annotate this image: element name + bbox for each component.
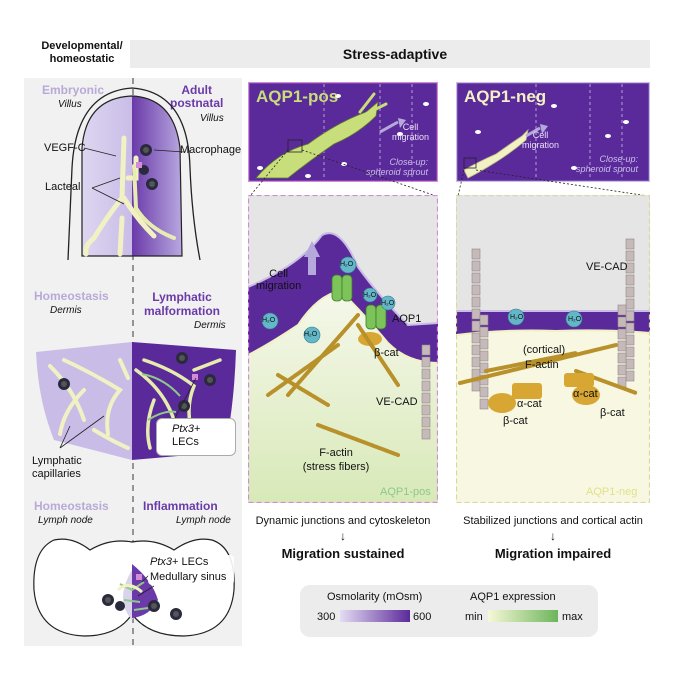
pos-detail-cell-migration: Cell migration — [256, 268, 301, 292]
label-macrophage: Macrophage — [180, 144, 242, 156]
header-left-line1: Developmental/ — [41, 40, 123, 52]
aqp1-neg-header-panel — [456, 82, 650, 182]
row1-right-title-line1: Adult — [181, 83, 212, 97]
lymph-node-illustration — [33, 538, 235, 637]
pos-factin-line2: (stress fibers) — [302, 461, 370, 473]
label-capillaries-line2: capillaries — [32, 468, 81, 480]
pos-h2o-1: H₂O — [340, 261, 354, 268]
aqp1-pos-header-panel — [248, 82, 438, 182]
row3-right-title: Inflammation — [143, 499, 218, 513]
label-ptx3-ln-rest: + LECs — [172, 556, 209, 568]
neg-h2o-2: H₂O — [568, 316, 582, 323]
aqp1-neg-zoom-lines — [457, 169, 649, 197]
row2-left-sub: Dermis — [50, 305, 82, 316]
pos-result: Migration sustained — [281, 546, 405, 561]
pos-ve-cad: VE-CAD — [376, 396, 418, 408]
aqp1-neg-detail — [456, 195, 650, 503]
pos-h2o-3: H₂O — [304, 331, 318, 338]
row2-left-title: Homeostasis — [34, 289, 109, 303]
legend-aqp-max: max — [562, 611, 583, 623]
label-ptx3-italic: Ptx3 — [172, 423, 195, 435]
label-ptx3-lecs: Ptx3+ LECs — [172, 423, 200, 449]
villus-illustration — [67, 87, 201, 261]
neg-result: Migration impaired — [494, 546, 612, 561]
aqp1-neg-closeup-line2: spheroid sprout — [576, 164, 639, 174]
pos-h2o-4: H₂O — [363, 292, 377, 299]
aqp1-neg-cellmig-line2: migration — [522, 140, 560, 150]
neg-ve-cad: VE-CAD — [586, 261, 628, 273]
neg-arrow: ↓ — [550, 529, 556, 543]
aqp1-neg-cell-migration: Cell migration — [522, 130, 559, 150]
neg-corner-label: AQP1-neg — [586, 486, 638, 498]
label-vegfc: VEGF-C — [44, 142, 86, 154]
neg-alpha-cat-2: α-cat — [573, 388, 598, 400]
row3-left-title: Homeostasis — [34, 499, 109, 513]
aqp1-pos-detail — [248, 195, 438, 503]
header-developmental: Developmental/ homeostatic — [32, 40, 132, 66]
label-lecs: LECs — [172, 436, 199, 448]
legend-aqp-title: AQP1 expression — [470, 591, 556, 603]
ptx3-lecs-box — [156, 418, 236, 456]
aqp1-pos-cellmig-line2: migration — [392, 132, 430, 142]
neg-factin: F-actin — [525, 359, 559, 371]
pos-corner-label: AQP1-pos — [380, 486, 431, 498]
neg-cortical: (cortical) — [523, 344, 566, 356]
pos-detail-cellmig-line2: migration — [256, 280, 302, 292]
legend-osm-title: Osmolarity (mOsm) — [327, 591, 423, 603]
neg-caption: Stabilized junctions and cortical actin — [463, 515, 643, 527]
aqp1-neg-cellmig-line1: Cell — [532, 130, 549, 140]
pos-h2o-2: H₂O — [262, 317, 276, 324]
pos-beta-cat: β-cat — [374, 347, 399, 359]
legend-aqp-min: min — [465, 611, 483, 623]
legend-osm-max: 600 — [413, 611, 432, 623]
header-stress-adaptive: Stress-adaptive — [342, 46, 448, 62]
neg-beta-cat-2: β-cat — [600, 407, 625, 419]
row2-right-title-line1: Lymphatic — [152, 290, 212, 304]
label-lacteal: Lacteal — [45, 181, 81, 193]
pos-aqp1-label: AQP1 — [392, 313, 422, 325]
row3-right-sub: Lymph node — [176, 515, 231, 526]
label-ptx3-ln-italic: Ptx3 — [150, 556, 173, 568]
aqp1-pos-zoom-lines — [249, 149, 437, 197]
row2-right-title: Lymphatic malformation — [144, 290, 220, 318]
aqp1-pos-closeup-line1: Close-up: — [389, 157, 429, 167]
aqp1-neg-closeup: Close-up: spheroid sprout — [576, 154, 638, 174]
aqp1-pos-closeup-line2: spheroid sprout — [366, 167, 429, 177]
ptx3-sinus-box — [148, 555, 234, 585]
aqp1-pos-closeup: Close-up: spheroid sprout — [366, 157, 428, 177]
neg-alpha-cat-1: α-cat — [517, 398, 542, 410]
row2-right-title-line2: malformation — [144, 304, 221, 318]
pos-factin: F-actin (stress fibers) — [296, 446, 376, 474]
label-lymphatic-capillaries: Lymphatic capillaries — [32, 455, 82, 481]
label-ptx3-lecs-ln: Ptx3+ LECs — [150, 557, 208, 568]
neg-beta-cat-1: β-cat — [503, 415, 528, 427]
row1-right-title: Adult postnatal — [170, 84, 223, 110]
aqp1-neg-title: AQP1-neg — [464, 87, 547, 106]
header-left-line2: homeostatic — [49, 53, 115, 65]
pos-factin-line1: F-actin — [319, 447, 353, 459]
pos-detail-cellmig-line1: Cell — [269, 268, 289, 280]
row1-right-sub: Villus — [200, 113, 224, 124]
row1-left-sub: Villus — [58, 99, 82, 110]
label-ptx3-rest: + — [194, 423, 201, 435]
neg-h2o-1: H₂O — [510, 314, 524, 321]
label-medullary-sinus: Medullary sinus — [150, 571, 227, 583]
row3-left-sub: Lymph node — [38, 515, 93, 526]
label-capillaries-line1: Lymphatic — [32, 455, 82, 467]
row2-right-sub: Dermis — [194, 320, 226, 331]
aqp1-pos-cell-migration: Cell migration — [392, 122, 429, 142]
row1-right-title-line2: postnatal — [170, 96, 224, 110]
legend-aqp-bar — [488, 610, 558, 622]
aqp1-pos-title: AQP1-pos — [256, 87, 339, 106]
pos-h2o-5: H₂O — [381, 300, 395, 307]
row1-left-title: Embryonic — [42, 83, 105, 97]
header-stress-bar — [130, 40, 650, 68]
aqp1-neg-closeup-line1: Close-up: — [599, 154, 639, 164]
pos-caption: Dynamic junctions and cytoskeleton — [255, 515, 431, 527]
legend-osm-min: 300 — [317, 611, 336, 623]
aqp1-pos-cellmig-line1: Cell — [402, 122, 419, 132]
legend-osm-bar — [340, 610, 410, 622]
pos-arrow: ↓ — [340, 529, 346, 543]
